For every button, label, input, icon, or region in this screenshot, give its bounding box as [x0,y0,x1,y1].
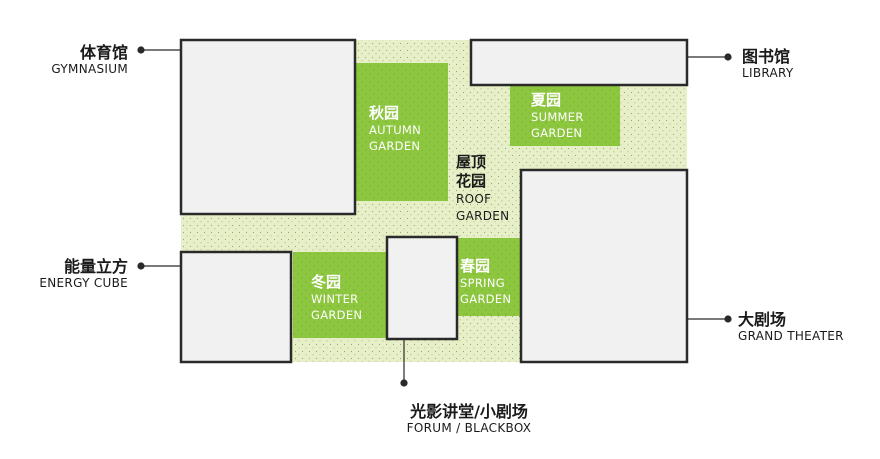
summer-garden-label-en2: GARDEN [531,126,583,140]
library-label-en: LIBRARY [742,66,794,80]
gymnasium-label: 体育馆 GYMNASIUM [51,43,128,77]
forum-label: 光影讲堂/小剧场 FORUM / BLACKBOX [364,402,574,436]
spring-garden-label-en2: GARDEN [460,292,512,306]
spring-garden-label: 春园 SPRING GARDEN [460,257,511,307]
gymnasium-block [179,38,357,216]
grand-theater-label: 大剧场 GRAND THEATER [738,310,844,344]
library-label-cn: 图书馆 [742,47,791,66]
spring-garden-label-en1: SPRING [460,276,505,290]
energy-cube-leader-dot [137,262,145,270]
winter-garden-label-en1: WINTER [311,292,359,306]
library-leader-dot [724,53,732,61]
grand-theater-leader-dot [724,315,732,323]
spring-garden-label-cn: 春园 [460,257,491,275]
energy-cube-label-en: ENERGY CUBE [39,276,128,290]
winter-garden-label-cn: 冬园 [311,273,342,291]
autumn-garden-area [356,63,448,201]
winter-garden-label: 冬园 WINTER GARDEN [311,273,362,323]
roof-garden-label: 屋顶 花园 ROOF GARDEN [456,153,509,225]
autumn-garden-label-en1: AUTUMN [369,123,422,137]
spring-garden-area [458,238,520,316]
roof-garden-label-en2: GARDEN [456,209,510,223]
winter-garden-label-en2: GARDEN [311,308,363,322]
forum-leader-dot [400,379,408,387]
autumn-garden-label-en2: GARDEN [369,139,421,153]
gymnasium-label-cn: 体育馆 [79,43,128,62]
roof-garden-label-cn1: 屋顶 [456,153,487,171]
grand-theater-label-cn: 大剧场 [738,310,787,329]
grand-theater-label-en: GRAND THEATER [738,329,844,343]
library-label: 图书馆 LIBRARY [742,47,794,81]
grand-theater-block [519,168,689,364]
forum-label-cn: 光影讲堂/小剧场 [410,402,528,421]
forum-block [385,235,459,341]
energy-cube-block [179,250,293,364]
summer-garden-label: 夏园 SUMMER GARDEN [531,91,584,141]
summer-garden-area [510,86,620,146]
energy-cube-label: 能量立方 ENERGY CUBE [39,257,128,291]
summer-garden-label-en1: SUMMER [531,110,584,124]
autumn-garden-label: 秋园 AUTUMN GARDEN [369,104,421,154]
roof-garden-label-cn2: 花园 [456,172,487,190]
summer-garden-label-cn: 夏园 [531,91,562,109]
autumn-garden-label-cn: 秋园 [369,104,400,122]
forum-label-en: FORUM / BLACKBOX [406,421,532,435]
roof-garden-label-en1: ROOF [456,192,492,206]
gymnasium-label-en: GYMNASIUM [51,62,128,76]
gymnasium-leader-dot [137,46,145,54]
winter-garden-area [293,252,387,338]
library-block [469,38,689,87]
energy-cube-label-cn: 能量立方 [63,257,128,276]
